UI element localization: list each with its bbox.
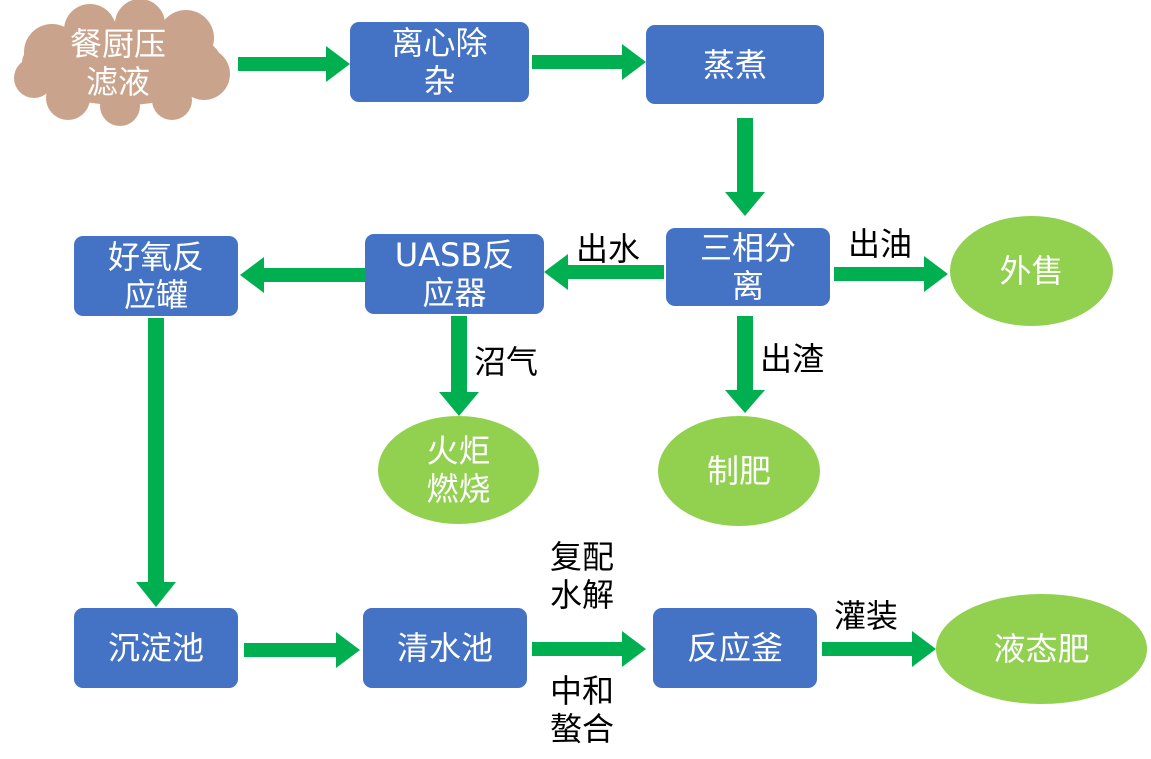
node-three-phase: 三相分离 bbox=[666, 228, 830, 306]
edge-label-neutralize-chelate: 中和 螯合 bbox=[550, 672, 615, 748]
node-flare: 火炬燃烧 bbox=[378, 416, 539, 524]
node-fertilizer-making-label: 制肥 bbox=[706, 452, 771, 490]
node-liquid-fertilizer: 液态肥 bbox=[936, 594, 1147, 704]
node-steaming-label: 蒸煮 bbox=[702, 45, 767, 84]
arrow-three-phase-to-uasb bbox=[544, 254, 664, 290]
edge-label-filling: 灌装 bbox=[834, 597, 899, 635]
node-source-label: 餐厨压滤液 bbox=[69, 25, 166, 101]
node-source: 餐厨压滤液 bbox=[58, 20, 178, 106]
edge-label-biogas: 沼气 bbox=[474, 343, 539, 381]
node-centrifuge: 离心除杂 bbox=[350, 22, 529, 102]
node-steaming: 蒸煮 bbox=[646, 25, 824, 104]
arrow-aerobic-to-sedimentation bbox=[136, 318, 176, 607]
edge-label-water-out: 出水 bbox=[576, 230, 641, 268]
node-reactor-label: 反应釜 bbox=[686, 629, 783, 667]
arrow-centrifuge-to-steaming bbox=[532, 44, 646, 80]
node-sell-label: 外售 bbox=[999, 252, 1064, 290]
arrow-uasb-to-flare bbox=[439, 316, 479, 416]
node-three-phase-label: 三相分离 bbox=[699, 229, 796, 305]
edge-label-oil-out: 出油 bbox=[848, 225, 913, 263]
node-reactor: 反应釜 bbox=[653, 608, 817, 688]
arrow-steaming-to-three-phase bbox=[725, 118, 765, 216]
arrow-three-phase-to-sell bbox=[834, 256, 948, 292]
node-centrifuge-label: 离心除杂 bbox=[391, 24, 488, 100]
arrow-clear-water-to-reactor bbox=[532, 631, 646, 667]
node-uasb-label: UASB反应器 bbox=[394, 236, 515, 312]
arrow-three-phase-to-fertilizer bbox=[725, 316, 765, 413]
arrow-source-to-centrifuge bbox=[238, 46, 350, 82]
node-aerobic: 好氧反应罐 bbox=[74, 236, 238, 316]
node-sedimentation-label: 沉淀池 bbox=[107, 629, 204, 667]
edge-label-residue-out: 出渣 bbox=[760, 340, 825, 378]
node-sedimentation: 沉淀池 bbox=[74, 608, 238, 688]
node-sell: 外售 bbox=[950, 216, 1113, 326]
node-clear-water-label: 清水池 bbox=[396, 629, 493, 667]
edge-label-compound-hydrolysis: 复配 水解 bbox=[550, 538, 615, 614]
arrow-sedimentation-to-clear-water bbox=[244, 632, 360, 668]
node-liquid-fertilizer-label: 液态肥 bbox=[993, 630, 1090, 668]
arrow-uasb-to-aerobic bbox=[240, 257, 366, 293]
node-flare-label: 火炬燃烧 bbox=[426, 432, 491, 508]
node-uasb: UASB反应器 bbox=[365, 234, 544, 314]
node-clear-water: 清水池 bbox=[363, 608, 527, 688]
node-aerobic-label: 好氧反应罐 bbox=[107, 238, 204, 314]
arrow-reactor-to-liquid-fertilizer bbox=[822, 631, 936, 667]
source-cloud-shape bbox=[14, 0, 230, 126]
node-fertilizer-making: 制肥 bbox=[658, 416, 820, 526]
